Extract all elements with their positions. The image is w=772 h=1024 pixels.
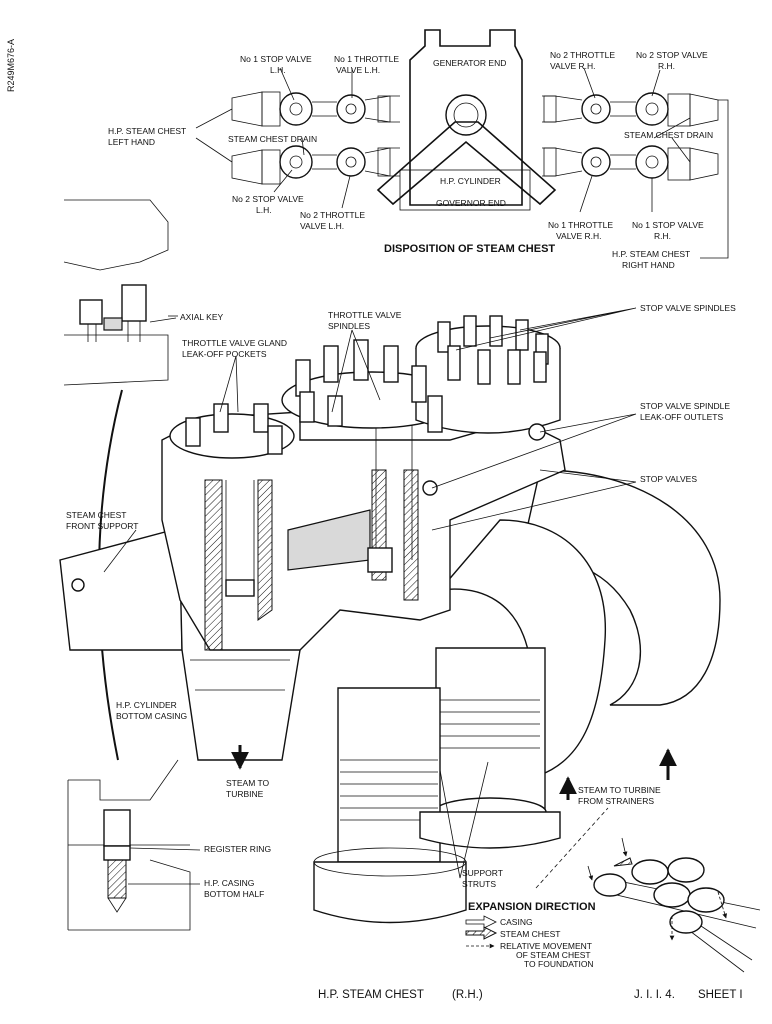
footer-title: H.P. STEAM CHEST (318, 989, 424, 1001)
right-valve-group (542, 92, 719, 181)
label-stop-valves: STOP VALVES (640, 474, 697, 484)
label-axial-key: AXIAL KEY (180, 312, 223, 322)
drawing-reference-code: R249M676-A (6, 39, 16, 92)
label-drain-left: STEAM CHEST DRAIN (228, 134, 317, 144)
label-drain-right: STEAM CHEST DRAIN (624, 130, 713, 140)
footer-side: (R.H.) (452, 989, 483, 1001)
axial-key-detail (63, 199, 178, 386)
label-hp-cylinder: H.P. CYLINDER (440, 176, 501, 186)
legend-casing-label: CASING (500, 917, 533, 927)
steam-chest-cutaway (59, 315, 721, 924)
cover-studs (185, 315, 549, 455)
label-register-ring: REGISTER RING (204, 844, 271, 854)
footer-sheet: SHEET I (698, 989, 743, 1001)
register-ring-detail (67, 759, 201, 931)
expansion-legend: EXPANSION DIRECTION CASING STEAM CHEST R… (465, 807, 761, 973)
main-view-leaders (103, 307, 637, 879)
left-valve-group (231, 91, 400, 185)
legend-steam-chest-arrow (465, 926, 498, 940)
title-block: H.P. STEAM CHEST (R.H.) J. I. I. 4. SHEE… (318, 989, 743, 1001)
label-generator-end: GENERATOR END (433, 58, 506, 68)
legend-steam-chest-label: STEAM CHEST (500, 929, 560, 939)
disposition-title: DISPOSITION OF STEAM CHEST (384, 243, 555, 255)
legend-casing-arrow (465, 915, 497, 929)
label-stop-spindles: STOP VALVE SPINDLES (640, 303, 736, 313)
footer-sheet-ref: J. I. I. 4. (634, 989, 675, 1001)
legend-relative-label: RELATIVE MOVEMENT OF STEAM CHEST TO FOUN… (500, 941, 594, 969)
legend-title: EXPANSION DIRECTION (468, 901, 596, 913)
label-governor-end: GOVERNOR END (436, 198, 506, 208)
